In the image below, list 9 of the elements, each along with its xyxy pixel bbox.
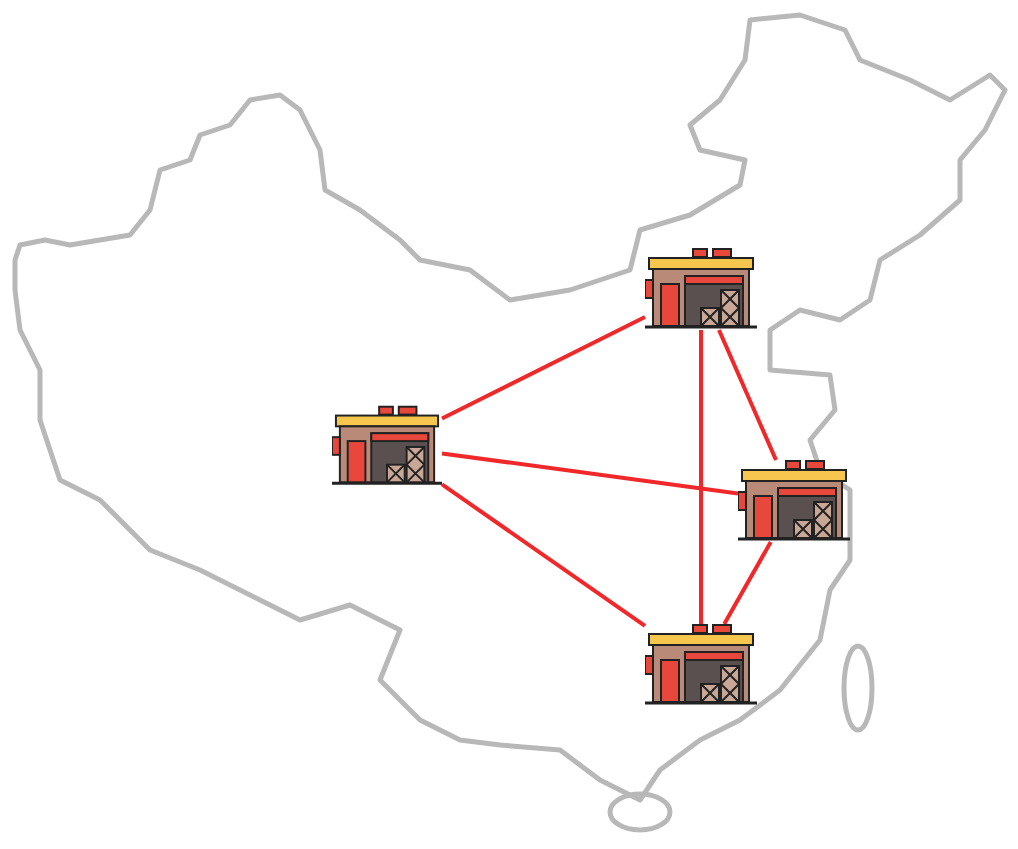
warehouse-icon [738, 460, 850, 542]
warehouse-icon [332, 405, 442, 487]
connector-line [717, 329, 778, 461]
connector-line [722, 541, 773, 625]
warehouse-icon [645, 624, 757, 706]
connector-line [699, 330, 703, 624]
warehouse-icon [645, 248, 757, 330]
connector-line [441, 451, 739, 496]
connector-line [440, 482, 647, 628]
